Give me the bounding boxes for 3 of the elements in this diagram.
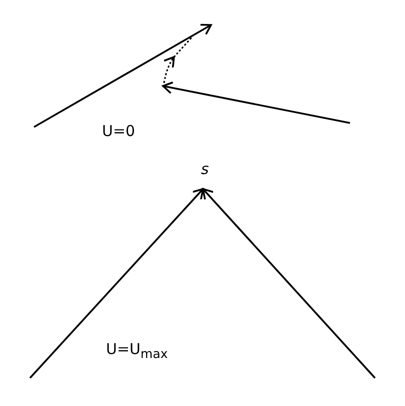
- state-label: U=U$_{max}$: [106, 342, 168, 360]
- state-label: U=0: [102, 124, 136, 139]
- variable-label: s: [201, 162, 209, 177]
